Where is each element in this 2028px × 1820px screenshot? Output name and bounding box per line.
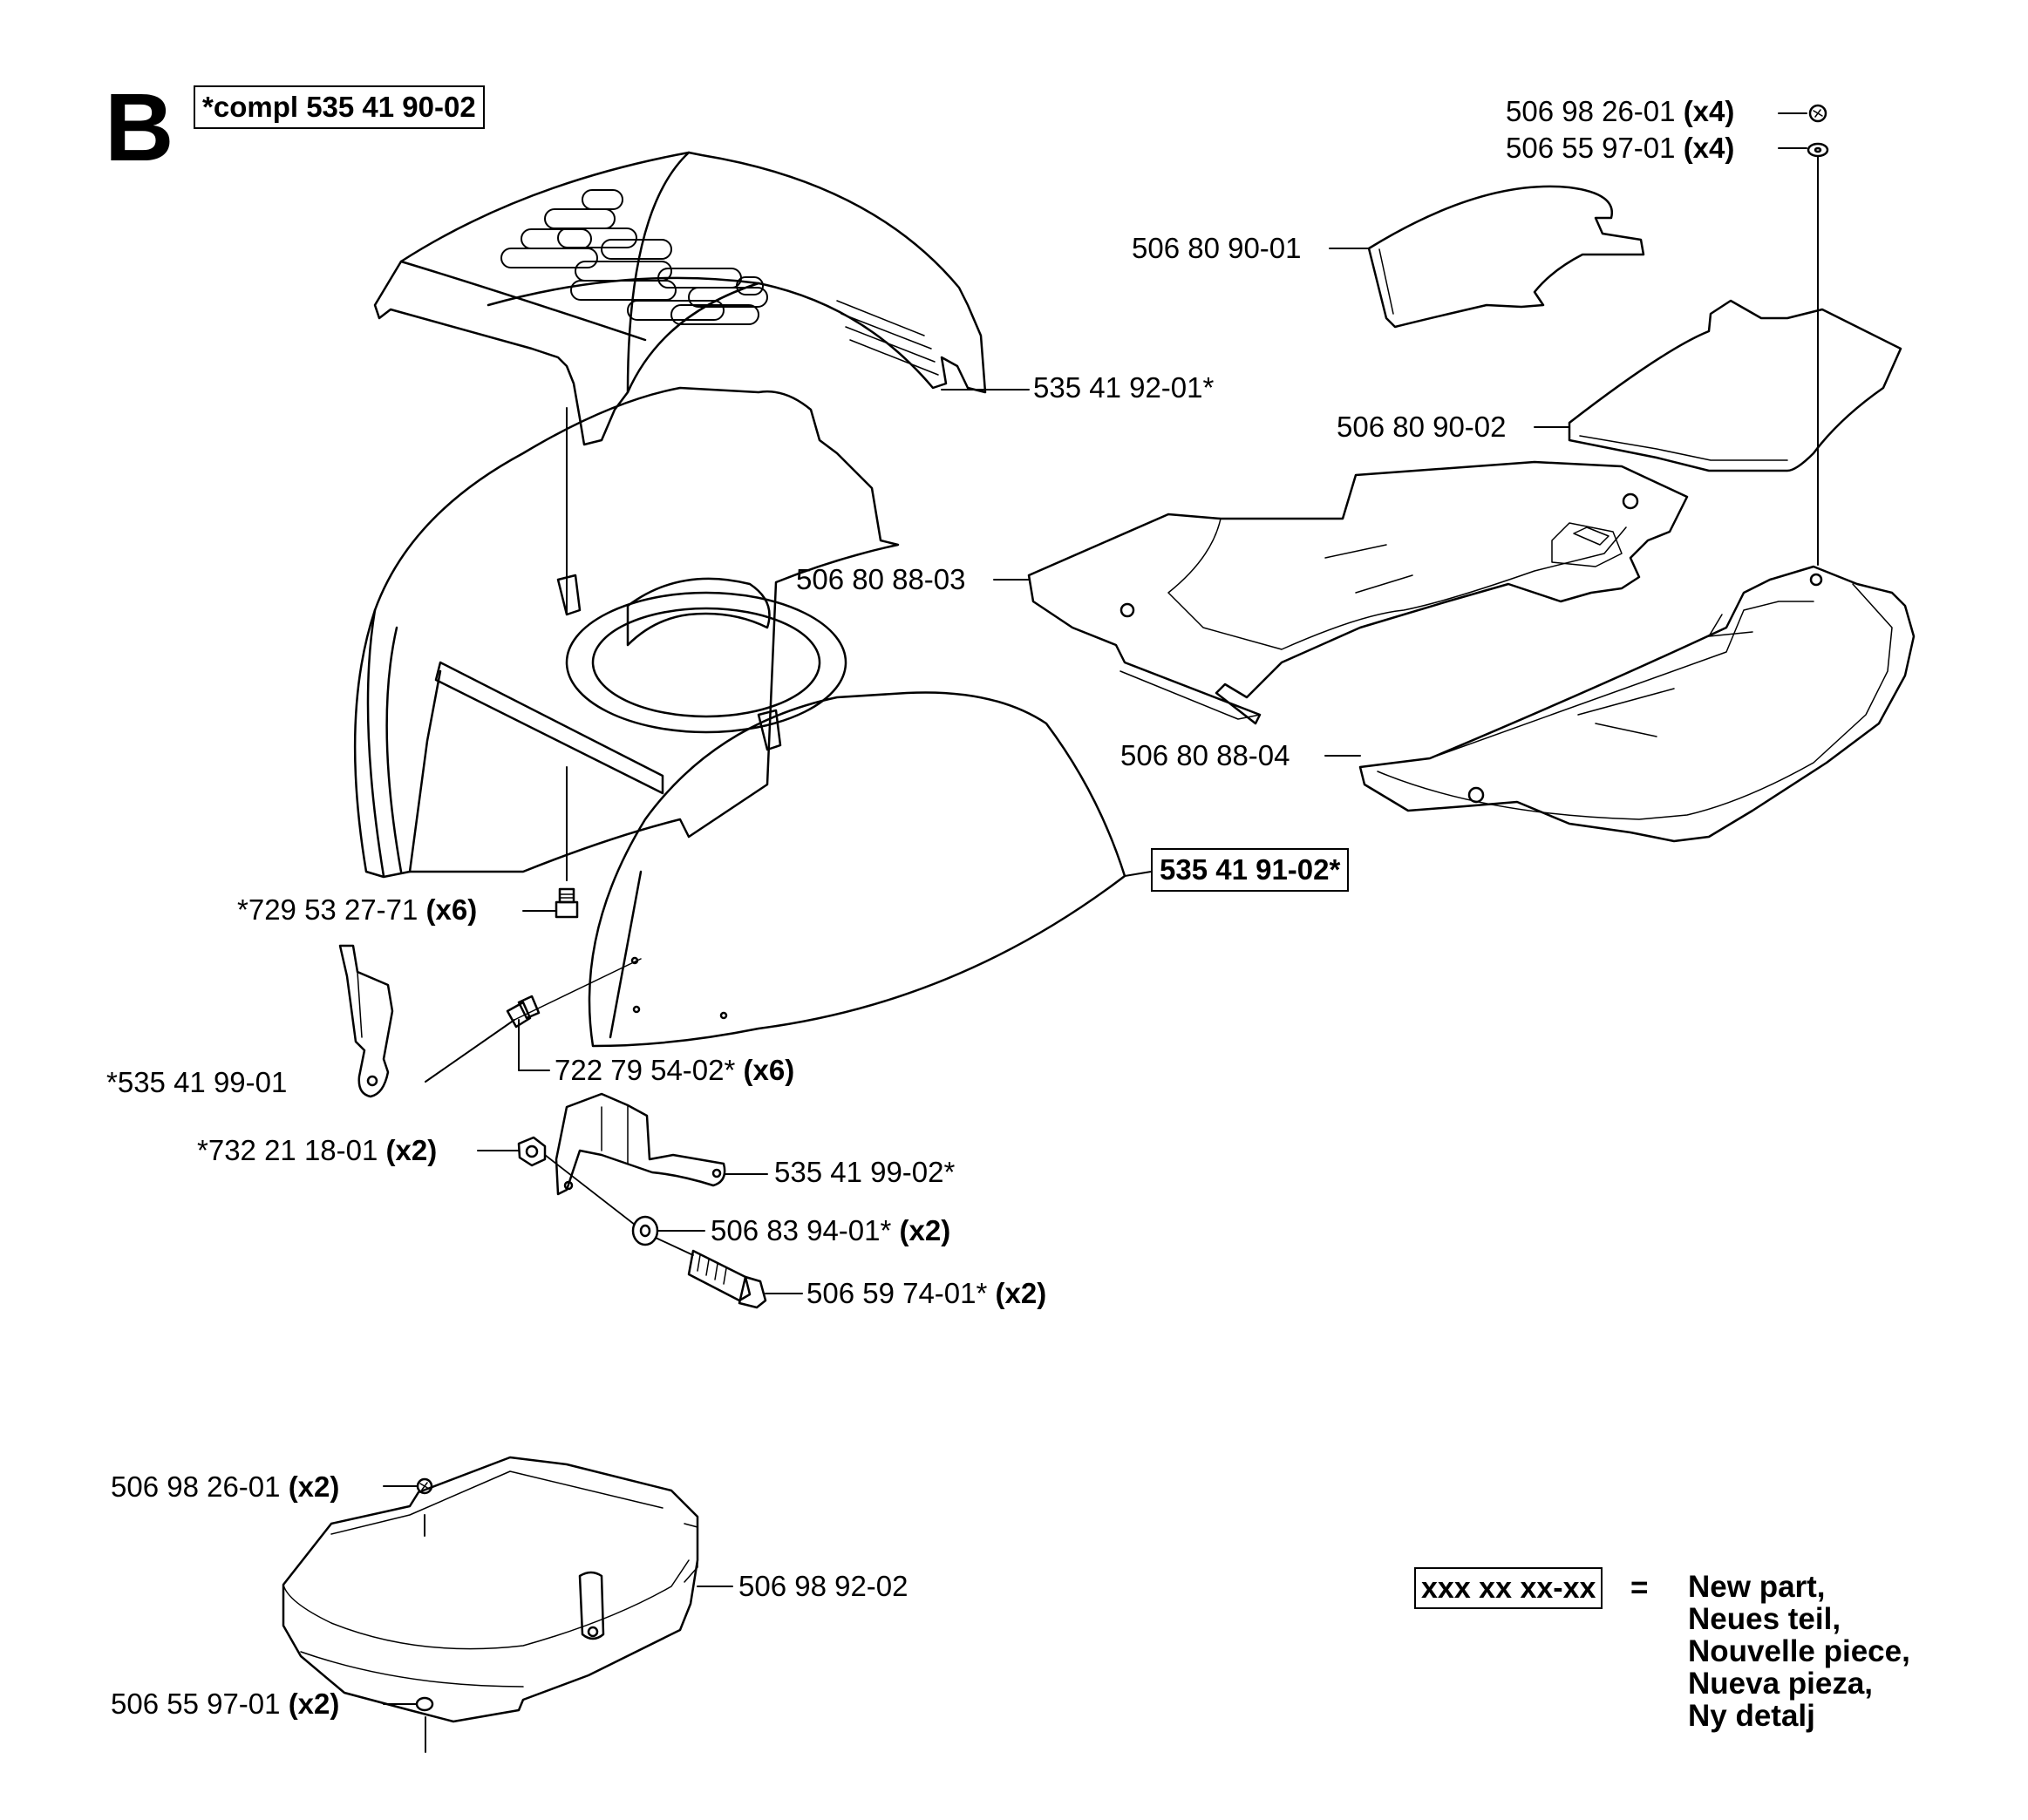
part-label-p15[interactable]: 506 59 74-01* (x2)	[806, 1276, 1046, 1311]
bracket-left	[338, 944, 394, 1098]
part-number: 535 41 99-02*	[774, 1156, 956, 1188]
part-number: 535 41 92-01*	[1033, 371, 1215, 404]
part-number: 506 80 90-02	[1337, 411, 1507, 443]
part-qty: (x2)	[288, 1688, 340, 1720]
legend-code: xxx xx xx-xx	[1414, 1567, 1603, 1609]
part-label-p12[interactable]: *732 21 18-01 (x2)	[197, 1133, 437, 1168]
legend-line: Ny detalj	[1688, 1699, 1815, 1733]
part-number: 506 55 97-01	[1506, 132, 1676, 164]
part-qty: (x2)	[995, 1277, 1047, 1309]
part-qty: (x4)	[1683, 95, 1735, 127]
legend-text: New part, Neues teil, Nouvelle piece, Nu…	[1688, 1571, 1910, 1732]
bracket-right	[555, 1092, 726, 1196]
part-label-p5[interactable]: 506 80 90-02	[1337, 410, 1507, 445]
part-number: 535 41 91-02*	[1160, 853, 1341, 886]
part-number: *535 41 99-01	[106, 1066, 288, 1098]
part-qty: (x6)	[425, 893, 478, 926]
part-number: 506 80 88-03	[796, 563, 966, 595]
legend-line: Nouvelle piece,	[1688, 1634, 1910, 1668]
legend-line: New part,	[1688, 1570, 1826, 1604]
nut-washer-bolt	[517, 1136, 767, 1309]
part-number: 506 55 97-01	[111, 1688, 281, 1720]
part-number: 506 80 88-04	[1120, 739, 1290, 771]
part-qty: (x2)	[288, 1470, 340, 1503]
part-label-p7[interactable]: 506 80 88-04	[1120, 738, 1290, 773]
guide-lines	[424, 156, 1819, 1753]
part-qty: (x6)	[743, 1054, 795, 1086]
part-number: 722 79 54-02*	[555, 1054, 736, 1086]
part-label-p3[interactable]: 506 80 90-01	[1132, 231, 1302, 266]
part-label-p10[interactable]: *535 41 99-01	[106, 1065, 287, 1100]
part-number: 506 98 26-01	[1506, 95, 1676, 127]
legend-equals: =	[1630, 1571, 1649, 1605]
screw-mat	[1807, 104, 1829, 158]
legend-line: Neues teil,	[1688, 1602, 1841, 1636]
screw-hood	[555, 887, 579, 919]
part-label-p8[interactable]: 535 41 91-02*	[1151, 848, 1350, 892]
part-number: 506 80 90-01	[1132, 232, 1302, 264]
part-qty: (x4)	[1683, 132, 1735, 164]
part-number: *732 21 18-01	[197, 1134, 378, 1166]
part-label-p6[interactable]: 506 80 88-03	[796, 562, 966, 597]
part-label-p14[interactable]: 506 83 94-01* (x2)	[711, 1213, 950, 1248]
section-letter: B	[105, 74, 174, 181]
front-panel	[588, 691, 1126, 1048]
part-number: 506 59 74-01*	[806, 1277, 988, 1309]
part-label-p13[interactable]: 535 41 99-02*	[774, 1155, 955, 1190]
battery-cover	[282, 1456, 699, 1723]
part-number: 506 98 26-01	[111, 1470, 281, 1503]
part-qty: (x2)	[899, 1214, 951, 1246]
part-label-p9[interactable]: *729 53 27-71 (x6)	[237, 893, 477, 927]
floor-mat-2	[1568, 299, 1902, 472]
part-qty: (x2)	[385, 1134, 438, 1166]
assembly-label: *compl 535 41 90-02	[194, 85, 485, 129]
part-label-p1[interactable]: 506 98 26-01 (x4)	[1506, 94, 1734, 129]
part-number: 506 98 92-02	[738, 1570, 909, 1602]
part-label-p18[interactable]: 506 55 97-01 (x2)	[111, 1687, 339, 1722]
part-number: 506 83 94-01*	[711, 1214, 892, 1246]
part-label-p16[interactable]: 506 98 26-01 (x2)	[111, 1470, 339, 1504]
part-number: *729 53 27-71	[237, 893, 419, 926]
part-label-p4[interactable]: 535 41 92-01*	[1033, 370, 1214, 405]
rivet	[425, 958, 642, 1083]
floor-mat-4	[1358, 565, 1916, 843]
part-label-p2[interactable]: 506 55 97-01 (x4)	[1506, 131, 1734, 166]
part-label-p17[interactable]: 506 98 92-02	[738, 1569, 909, 1604]
legend-line: Nueva pieza,	[1688, 1667, 1874, 1701]
floor-mat-1	[1367, 185, 1645, 329]
leader-lines	[358, 112, 1807, 1705]
floor-mat-3	[1027, 460, 1689, 725]
part-label-p11[interactable]: 722 79 54-02* (x6)	[555, 1053, 794, 1088]
hood-top-cover	[373, 151, 987, 446]
hood-body	[353, 386, 900, 879]
